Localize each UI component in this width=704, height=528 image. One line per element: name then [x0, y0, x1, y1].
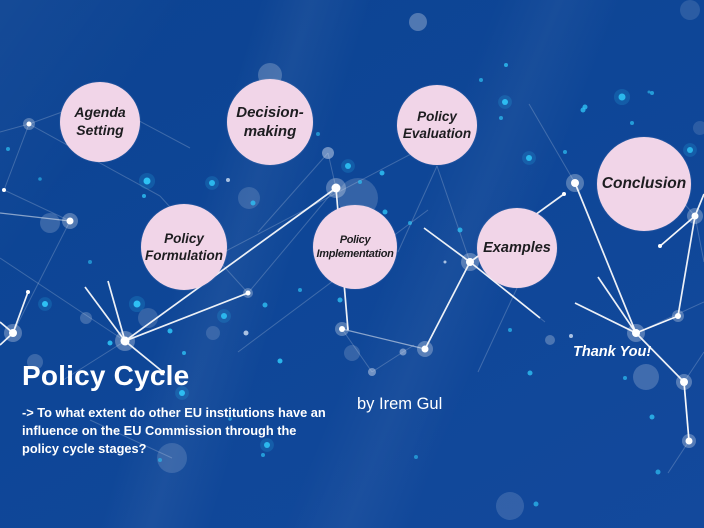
- research-question-text: -> To what extent do other EU institutio…: [22, 405, 326, 457]
- stage-bubble-label: Policy Evaluation: [402, 108, 472, 141]
- stage-bubble-examples[interactable]: Examples: [477, 208, 557, 288]
- stage-bubble-label: Conclusion: [601, 175, 687, 193]
- stage-bubble-decision-making[interactable]: Decision- making: [227, 79, 313, 165]
- stage-bubble-label: Examples: [483, 239, 551, 256]
- stage-bubble-label: Agenda Setting: [74, 104, 126, 138]
- stage-bubble-policy-evaluation[interactable]: Policy Evaluation: [397, 85, 477, 165]
- stage-bubble-label: Decision- making: [236, 103, 304, 140]
- stage-bubble-policy-formulation[interactable]: Policy Formulation: [141, 204, 227, 290]
- page-title: Policy Cycle: [22, 360, 190, 391]
- stage-bubble-label: Policy Formulation: [145, 230, 223, 263]
- stage-bubble-conclusion[interactable]: Conclusion: [597, 137, 691, 231]
- stage-bubble-agenda-setting[interactable]: Agenda Setting: [60, 82, 140, 162]
- stage-bubble-policy-implementation[interactable]: Policy Implementation: [313, 205, 397, 289]
- thank-you-text: Thank You!: [573, 344, 652, 360]
- author-byline: by Irem Gul: [357, 395, 443, 413]
- stage-bubble-label: Policy Implementation: [316, 233, 394, 260]
